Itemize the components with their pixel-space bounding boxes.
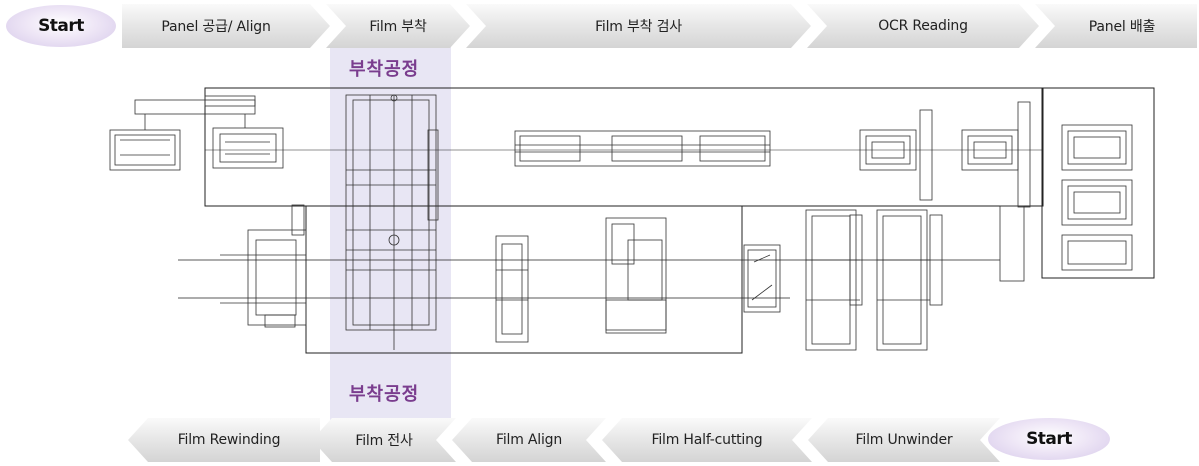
step-film-attach: Film 부착 xyxy=(326,4,470,48)
film-align-machine xyxy=(495,235,529,343)
step-ocr-reading: OCR Reading xyxy=(807,4,1039,48)
attach-process-label-bottom: 부착공정 xyxy=(349,384,420,405)
step-film-align: Film Align xyxy=(452,418,606,462)
step-label: Panel 공급/ Align xyxy=(161,19,271,35)
step-label: OCR Reading xyxy=(878,18,968,34)
step-label: Film 전사 xyxy=(355,433,413,449)
film-attach-machine xyxy=(345,94,439,350)
panel-discharge-stage xyxy=(1061,124,1133,271)
step-film-unwinder: Film Unwinder xyxy=(808,418,1000,462)
ocr-reading-stage xyxy=(859,101,1031,282)
step-label: Film Half-cutting xyxy=(651,432,763,448)
step-label: Film 부착 xyxy=(369,19,427,35)
discharge-frame xyxy=(1041,87,1155,279)
film-half-cutting-machine xyxy=(605,217,667,334)
film-unwinder-machine xyxy=(805,209,943,351)
lower-frame xyxy=(305,205,743,354)
upper-frame xyxy=(204,87,1044,207)
step-panel-supply-align: Panel 공급/ Align xyxy=(122,4,330,48)
film-rewinding-machine xyxy=(220,204,307,328)
step-label: Panel 배출 xyxy=(1088,19,1156,35)
step-label: Film Align xyxy=(495,432,563,448)
step-film-rewinding: Film Rewinding xyxy=(128,418,320,462)
attach-process-label-top: 부착공정 xyxy=(349,59,420,80)
panel-loader-machine xyxy=(109,95,284,171)
bottom-start-badge: Start xyxy=(988,418,1110,460)
step-label: Film Unwinder xyxy=(855,432,953,448)
bottom-start-label: Start xyxy=(1026,429,1072,449)
top-start-label: Start xyxy=(38,16,84,36)
film-panel-window xyxy=(743,244,781,313)
top-start-badge: Start xyxy=(6,5,116,47)
step-film-transfer: Film 전사 xyxy=(312,418,456,462)
step-label: Film 부착 검사 xyxy=(595,19,682,35)
attach-process-highlight xyxy=(330,44,451,420)
step-panel-discharge: Panel 배출 xyxy=(1035,4,1197,48)
step-film-half-cutting: Film Half-cutting xyxy=(602,418,812,462)
inspection-conveyor xyxy=(514,130,771,167)
step-film-attach-inspection: Film 부착 검사 xyxy=(466,4,811,48)
step-label: Film Rewinding xyxy=(177,432,281,448)
